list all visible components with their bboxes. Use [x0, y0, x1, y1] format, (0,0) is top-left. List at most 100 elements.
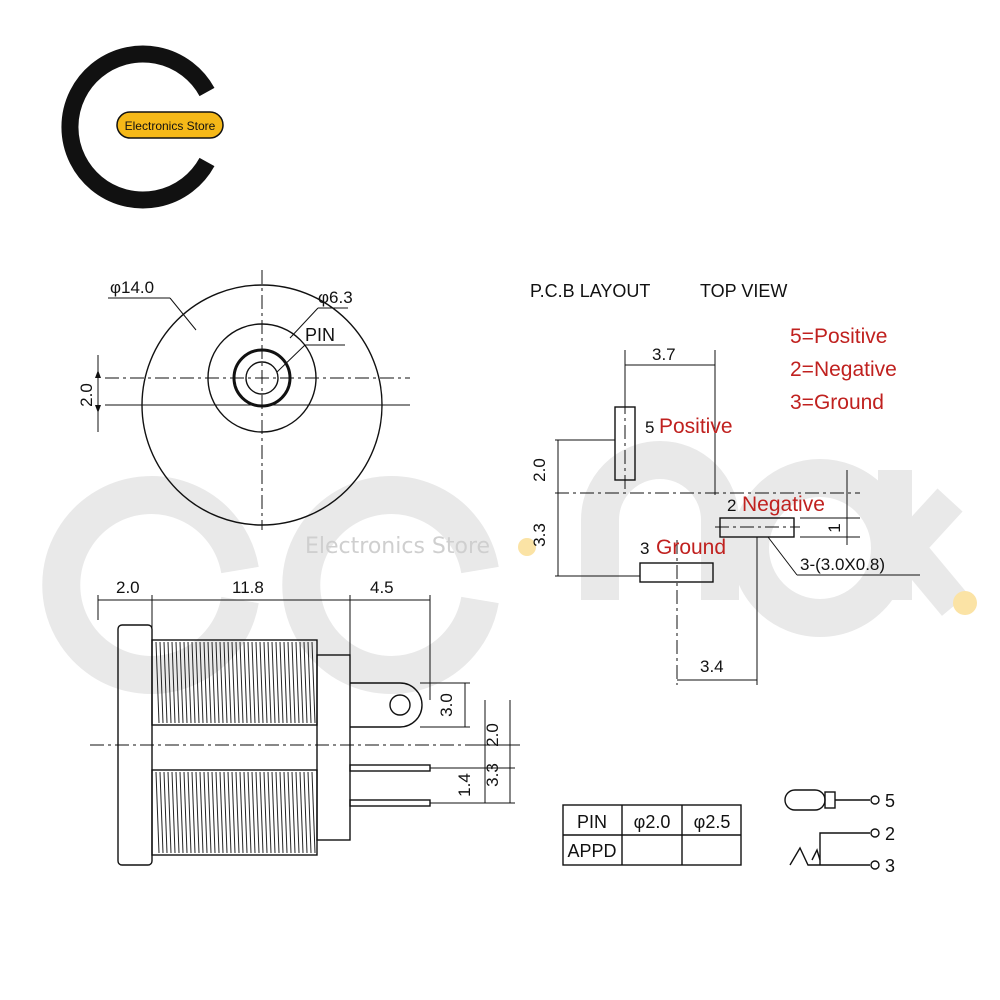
- thread-line: [163, 641, 168, 724]
- side-view: 2.0 11.8 4.5 3.0 2.0 1.4 3.3: [90, 578, 520, 866]
- watermark-text: Electronics Store: [305, 534, 490, 559]
- thread-line: [235, 771, 240, 854]
- pcb-subtitle: TOP VIEW: [700, 281, 787, 301]
- pcb-title: P.C.B LAYOUT: [530, 281, 650, 301]
- thread-line: [223, 641, 228, 724]
- thread-line: [311, 641, 316, 724]
- thread-hatch: [155, 641, 316, 854]
- watermark: Electronics Store: [42, 441, 977, 694]
- thread-line: [203, 771, 208, 854]
- thread-line: [291, 641, 296, 724]
- thread-line: [255, 771, 260, 854]
- thread-line: [211, 641, 216, 724]
- thread-line: [295, 641, 300, 724]
- side-dim-r4: 3.3: [483, 763, 502, 787]
- outer-diameter-label: φ14.0: [110, 278, 154, 297]
- thread-line: [239, 771, 244, 854]
- dim-left-2-0: 2.0: [530, 458, 549, 482]
- schematic-pin-3: 3: [885, 856, 895, 876]
- thread-line: [199, 641, 204, 724]
- thread-line: [259, 641, 264, 724]
- dim-3-4: 3.4: [700, 657, 724, 676]
- inner-diameter-label: φ6.3: [318, 288, 353, 307]
- table-row-label: APPD: [567, 841, 616, 861]
- pad5-number: 5: [645, 418, 654, 437]
- thread-line: [275, 771, 280, 854]
- thread-line: [251, 771, 256, 854]
- thread-line: [183, 641, 188, 724]
- thread-line: [243, 771, 248, 854]
- thread-line: [215, 771, 220, 854]
- thread-line: [295, 771, 300, 854]
- pad2-number: 2: [727, 496, 736, 515]
- thread-line: [255, 641, 260, 724]
- thread-line: [175, 641, 180, 724]
- thread-line: [167, 771, 172, 854]
- thread-line: [179, 641, 184, 724]
- legend-ground: 3=Ground: [790, 391, 884, 414]
- thread-line: [275, 641, 280, 724]
- thread-line: [207, 771, 212, 854]
- thread-line: [175, 771, 180, 854]
- thread-line: [223, 771, 228, 854]
- thread-line: [171, 771, 176, 854]
- thread-line: [307, 641, 312, 724]
- thread-line: [303, 771, 308, 854]
- side-dim-r2: 2.0: [483, 723, 502, 747]
- thread-line: [183, 771, 188, 854]
- thread-line: [203, 641, 208, 724]
- thread-line: [287, 641, 292, 724]
- thread-line: [279, 771, 284, 854]
- legend-positive: 5=Positive: [790, 325, 887, 348]
- thread-line: [299, 771, 304, 854]
- side-dim-r1: 3.0: [437, 693, 456, 717]
- front-view: φ14.0 φ6.3 PIN 2.0: [77, 270, 410, 530]
- thread-line: [251, 641, 256, 724]
- thread-line: [155, 641, 160, 724]
- thread-line: [263, 771, 268, 854]
- thread-line: [259, 771, 264, 854]
- thread-line: [159, 641, 164, 724]
- schematic-symbol: 5 2 3: [784, 789, 895, 876]
- pad5-name: Positive: [659, 415, 733, 438]
- side-dim-3: 4.5: [370, 578, 394, 597]
- offset-dim-label: 2.0: [77, 383, 96, 407]
- thread-line: [231, 771, 236, 854]
- thread-line: [299, 641, 304, 724]
- logo-badge-text: Electronics Store: [125, 119, 216, 133]
- thread-line: [215, 641, 220, 724]
- thread-line: [239, 641, 244, 724]
- table-header-d25: φ2.5: [694, 812, 731, 832]
- thread-line: [207, 641, 212, 724]
- pad-size-label: 3-(3.0X0.8): [800, 555, 885, 574]
- thread-line: [247, 641, 252, 724]
- thread-line: [163, 771, 168, 854]
- table-header-d20: φ2.0: [634, 812, 671, 832]
- thread-line: [303, 641, 308, 724]
- dim-3-7: 3.7: [652, 345, 676, 364]
- thread-line: [171, 641, 176, 724]
- thread-line: [195, 641, 200, 724]
- thread-line: [227, 641, 232, 724]
- thread-line: [263, 641, 268, 724]
- thread-line: [227, 771, 232, 854]
- dim-left-3-3: 3.3: [530, 523, 549, 547]
- table-header-pin: PIN: [577, 812, 607, 832]
- thread-line: [191, 641, 196, 724]
- pad3-number: 3: [640, 539, 649, 558]
- side-dim-1: 2.0: [116, 578, 140, 597]
- thread-line: [187, 771, 192, 854]
- thread-line: [271, 641, 276, 724]
- thread-line: [159, 771, 164, 854]
- thread-line: [271, 771, 276, 854]
- thread-line: [307, 771, 312, 854]
- side-dim-2: 11.8: [232, 578, 264, 597]
- pad-ground: [639, 562, 714, 583]
- thread-line: [267, 771, 272, 854]
- thread-line: [287, 771, 292, 854]
- thread-line: [219, 641, 224, 724]
- thread-line: [267, 641, 272, 724]
- legend-negative: 2=Negative: [790, 358, 897, 381]
